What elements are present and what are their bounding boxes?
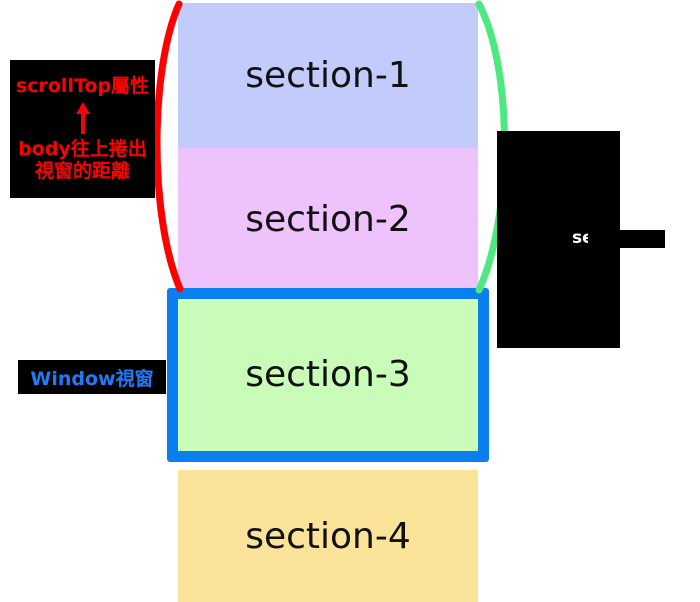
scrolltop-property-label: scrollTop屬性	[15, 75, 150, 98]
section-4-block: section-4	[178, 470, 478, 602]
section-2-block: section-2	[178, 148, 478, 291]
scrolltop-desc-line-2: 視窗的距離	[34, 159, 130, 182]
section-3-label: section-3	[245, 354, 411, 395]
right-annotation-redaction-bar	[588, 230, 665, 248]
up-arrow-icon	[75, 102, 90, 135]
scrolltop-desc-line-1: body往上捲出	[18, 138, 147, 161]
window-viewport-label: Window視窗	[30, 367, 154, 390]
section-2-label: section-2	[245, 199, 411, 240]
window-annotation-box: Window視窗	[18, 360, 166, 394]
section-3-block: section-3	[178, 297, 478, 452]
scrolltop-annotation-box: scrollTop屬性 body往上捲出 視窗的距離	[10, 60, 155, 198]
section-1-block: section-1	[178, 3, 478, 148]
section-4-label: section-4	[245, 515, 411, 557]
left-red-arc	[153, 0, 184, 293]
section-1-label: section-1	[245, 55, 411, 96]
